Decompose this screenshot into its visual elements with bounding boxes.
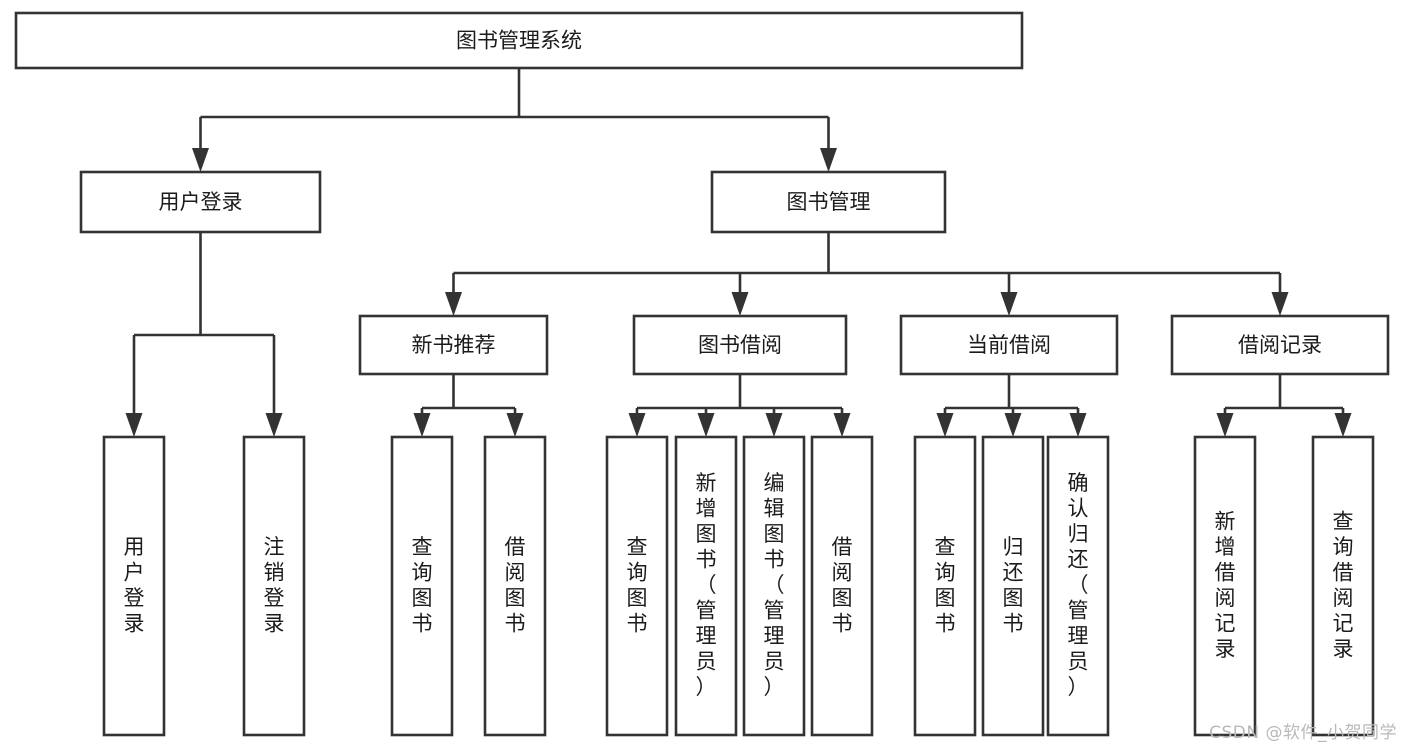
node-label-edit-book-admin: 编辑图书（管理员） xyxy=(764,471,785,699)
arrow-head-icon xyxy=(506,413,524,437)
node-label-query-book-3: 查询图书 xyxy=(935,535,956,636)
node-layer: 图书管理系统用户登录图书管理用户登录注销登录新书推荐图书借阅当前借阅借阅记录查询… xyxy=(14,11,1390,737)
node-label-add-borrow-record: 新增借阅记录 xyxy=(1215,509,1236,661)
node-box-confirm-return-admin xyxy=(1046,435,1110,737)
arrow-head-icon xyxy=(1069,413,1087,437)
arrow-head-icon xyxy=(1216,413,1234,437)
arrow-head-icon xyxy=(820,148,837,172)
node-box-book-management xyxy=(710,170,947,234)
node-label-query-borrow-record: 查询借阅记录 xyxy=(1333,509,1354,661)
node-add-borrow-record[interactable]: 新增借阅记录 xyxy=(1193,435,1257,737)
arrow-head-icon xyxy=(833,413,851,437)
arrow-head-icon xyxy=(936,413,954,437)
node-label-borrow-book-2: 借阅图书 xyxy=(832,535,853,636)
node-box-new-book-recommend xyxy=(358,314,549,376)
node-box-edit-book-admin xyxy=(742,435,806,737)
node-label-confirm-return-admin: 确认归还（管理员） xyxy=(1068,471,1089,699)
node-label-user-login-leaf: 用户登录 xyxy=(124,535,145,636)
arrow-head-icon xyxy=(1334,413,1352,437)
node-label-new-book-recommend: 新书推荐 xyxy=(412,333,496,357)
node-label-add-book-admin: 新增图书（管理员） xyxy=(696,471,717,699)
node-user-login-leaf[interactable]: 用户登录 xyxy=(102,435,166,737)
node-query-book-3[interactable]: 查询图书 xyxy=(913,435,977,737)
node-box-query-book-2 xyxy=(605,435,669,737)
arrow-head-icon xyxy=(1004,413,1022,437)
node-root[interactable]: 图书管理系统 xyxy=(14,11,1024,70)
node-label-book-management: 图书管理 xyxy=(787,190,871,214)
node-label-borrow-book-1: 借阅图书 xyxy=(505,535,526,636)
node-label-current-borrow: 当前借阅 xyxy=(967,333,1051,357)
node-box-user-logout-leaf xyxy=(242,435,306,737)
arrow-head-icon xyxy=(413,413,431,437)
node-box-query-borrow-record xyxy=(1311,435,1375,737)
node-query-book-1[interactable]: 查询图书 xyxy=(390,435,454,737)
node-book-management[interactable]: 图书管理 xyxy=(710,170,947,234)
node-box-user-login xyxy=(79,170,322,234)
node-label-query-book-2: 查询图书 xyxy=(627,535,648,636)
arrow-head-icon xyxy=(1000,292,1018,316)
arrow-head-icon xyxy=(192,148,209,172)
node-label-borrow-record: 借阅记录 xyxy=(1238,333,1322,357)
node-borrow-record[interactable]: 借阅记录 xyxy=(1170,314,1390,376)
node-label-user-logout-leaf: 注销登录 xyxy=(264,535,285,636)
node-current-borrow[interactable]: 当前借阅 xyxy=(899,314,1119,376)
node-user-logout-leaf[interactable]: 注销登录 xyxy=(242,435,306,737)
node-query-borrow-record[interactable]: 查询借阅记录 xyxy=(1311,435,1375,737)
node-edit-book-admin[interactable]: 编辑图书（管理员） xyxy=(742,435,806,737)
arrow-head-icon xyxy=(765,413,783,437)
arrow-head-icon xyxy=(125,413,143,437)
node-query-book-2[interactable]: 查询图书 xyxy=(605,435,669,737)
node-return-book[interactable]: 归还图书 xyxy=(981,435,1045,737)
node-new-book-recommend[interactable]: 新书推荐 xyxy=(358,314,549,376)
node-confirm-return-admin[interactable]: 确认归还（管理员） xyxy=(1046,435,1110,737)
node-box-borrow-book-1 xyxy=(483,435,547,737)
node-label-return-book: 归还图书 xyxy=(1003,535,1024,636)
arrow-head-icon xyxy=(731,292,749,316)
node-box-borrow-record xyxy=(1170,314,1390,376)
node-label-root: 图书管理系统 xyxy=(456,29,582,53)
node-label-query-book-1: 查询图书 xyxy=(412,535,433,636)
node-box-borrow-book-2 xyxy=(810,435,874,737)
node-box-book-borrow xyxy=(632,314,848,376)
arrow-head-icon xyxy=(697,413,715,437)
node-borrow-book-2[interactable]: 借阅图书 xyxy=(810,435,874,737)
arrow-head-icon xyxy=(628,413,646,437)
arrow-head-icon xyxy=(265,413,283,437)
node-box-query-book-1 xyxy=(390,435,454,737)
node-box-root xyxy=(14,11,1024,70)
node-borrow-book-1[interactable]: 借阅图书 xyxy=(483,435,547,737)
node-label-user-login: 用户登录 xyxy=(159,190,243,214)
node-box-current-borrow xyxy=(899,314,1119,376)
node-add-book-admin[interactable]: 新增图书（管理员） xyxy=(674,435,738,737)
arrow-head-icon xyxy=(445,292,462,316)
arrow-head-icon xyxy=(1271,292,1289,316)
node-box-add-borrow-record xyxy=(1193,435,1257,737)
node-box-query-book-3 xyxy=(913,435,977,737)
node-box-user-login-leaf xyxy=(102,435,166,737)
connector-layer xyxy=(125,68,1352,437)
node-book-borrow[interactable]: 图书借阅 xyxy=(632,314,848,376)
node-label-book-borrow: 图书借阅 xyxy=(698,333,782,357)
node-user-login[interactable]: 用户登录 xyxy=(79,170,322,234)
node-box-add-book-admin xyxy=(674,435,738,737)
node-box-return-book xyxy=(981,435,1045,737)
